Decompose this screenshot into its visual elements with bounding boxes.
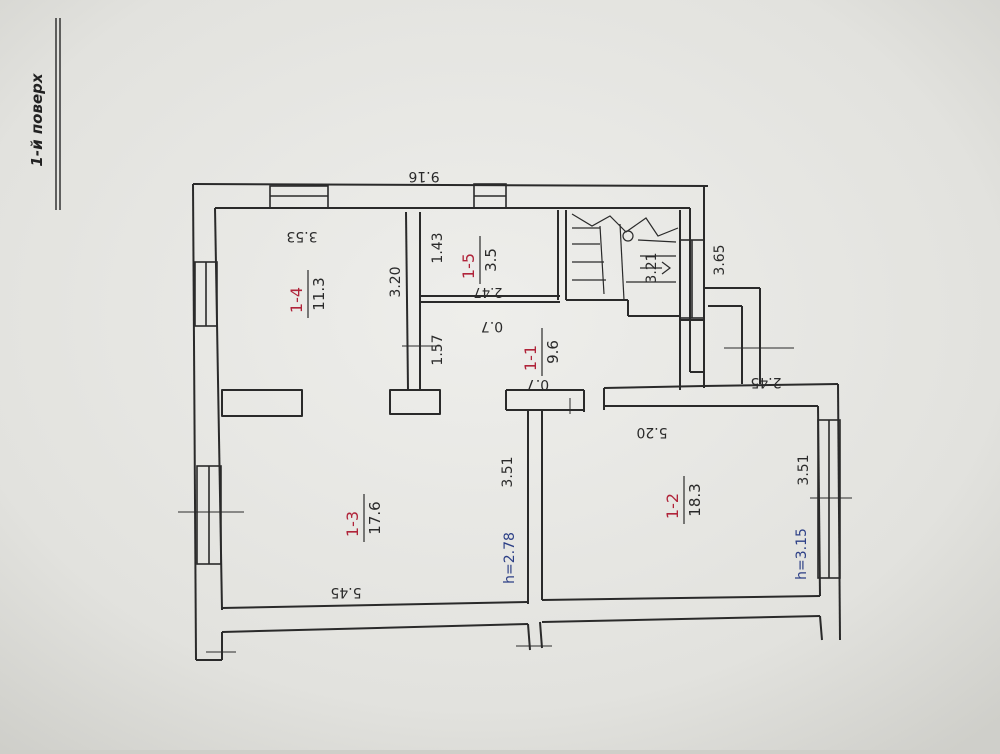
dim-lobby-mid: 1.57 xyxy=(430,334,446,365)
room-id: 1-5 xyxy=(459,253,478,279)
dim-stair-right: 3.65 xyxy=(712,244,728,275)
dim-lobby-strip: 2.47 xyxy=(474,284,503,299)
dim-lobby-door-bottom: 0.7 xyxy=(527,376,549,392)
room-area: 11.3 xyxy=(310,277,328,310)
ceiling-height-1-3: h=2.78 xyxy=(502,532,518,584)
outer-wall-left xyxy=(192,183,197,661)
room-label-1-2: 1-2 18.3 xyxy=(663,476,704,524)
room-id: 1-3 xyxy=(343,511,362,537)
outer-wall-top xyxy=(192,183,709,187)
wall-end-3 xyxy=(819,615,823,641)
dim-room-1-2-width: 5.20 xyxy=(636,424,667,440)
room-label-1-1: 1-1 9.6 xyxy=(521,328,562,376)
dim-stair-height: 3.21 xyxy=(644,252,660,283)
dim-bay-right: 2.45 xyxy=(750,374,781,390)
dim-room-1-3-width: 5.45 xyxy=(330,584,361,600)
dimension-ticks xyxy=(178,345,852,653)
dim-height-1-4: 3.20 xyxy=(388,266,404,297)
wall-stub-left xyxy=(221,389,303,417)
dim-lobby-door-top: 0.7 xyxy=(481,318,503,334)
room-area: 18.3 xyxy=(686,483,704,516)
inner-wall-bottom-left xyxy=(221,601,529,609)
room-area: 9.6 xyxy=(544,340,562,364)
windows xyxy=(194,183,841,579)
room-labels: 1-4 11.3 1-5 3.5 1-1 9.6 1-3 17.6 1-2 18… xyxy=(287,236,704,542)
stair-landing xyxy=(637,239,677,243)
outer-wall-right xyxy=(837,383,841,641)
room-area: 17.6 xyxy=(366,501,384,534)
wall-stub-middle xyxy=(389,389,441,415)
room-label-1-4: 1-4 11.3 xyxy=(287,270,328,318)
inner-wall-bottom-right xyxy=(541,595,821,601)
stair-stringer xyxy=(599,225,605,295)
room-id: 1-4 xyxy=(287,287,306,313)
stair-newel xyxy=(622,230,634,242)
staircase xyxy=(571,213,679,301)
dim-height-1-5: 1.43 xyxy=(430,232,446,263)
wall-end-2 xyxy=(539,621,543,649)
dim-wall-top-left: 3.53 xyxy=(286,228,317,244)
ceiling-height-1-2: h=3.15 xyxy=(794,528,810,580)
lobby-bottom-wall xyxy=(603,385,705,389)
room-label-1-5: 1-5 3.5 xyxy=(459,236,500,284)
dim-room-1-2-height: 3.51 xyxy=(796,454,812,485)
title-block: 1-й поверх xyxy=(28,18,61,210)
dim-overall-width: 9.16 xyxy=(408,168,439,184)
room-id: 1-1 xyxy=(521,345,540,371)
stair-stringer-2 xyxy=(619,223,625,301)
stair-arrow xyxy=(640,261,671,275)
dim-room-1-3-height: 3.51 xyxy=(500,456,516,487)
partition-1-4-a xyxy=(405,211,409,391)
outer-wall-bay-bottom xyxy=(703,383,839,387)
outer-wall-bottom-right xyxy=(541,615,821,623)
outer-wall-bottom-left xyxy=(221,623,529,633)
room-label-1-3: 1-3 17.6 xyxy=(343,494,384,542)
room-area: 3.5 xyxy=(482,248,500,272)
window-top-1 xyxy=(269,185,329,209)
floor-title: 1-й поверх xyxy=(28,72,46,166)
room-id: 1-2 xyxy=(663,493,682,519)
ceiling-heights: h=2.78 h=3.15 xyxy=(502,528,810,584)
dimension-labels: 9.16 3.53 3.20 1.43 1.57 0.7 0.7 2.47 3.… xyxy=(286,168,812,600)
